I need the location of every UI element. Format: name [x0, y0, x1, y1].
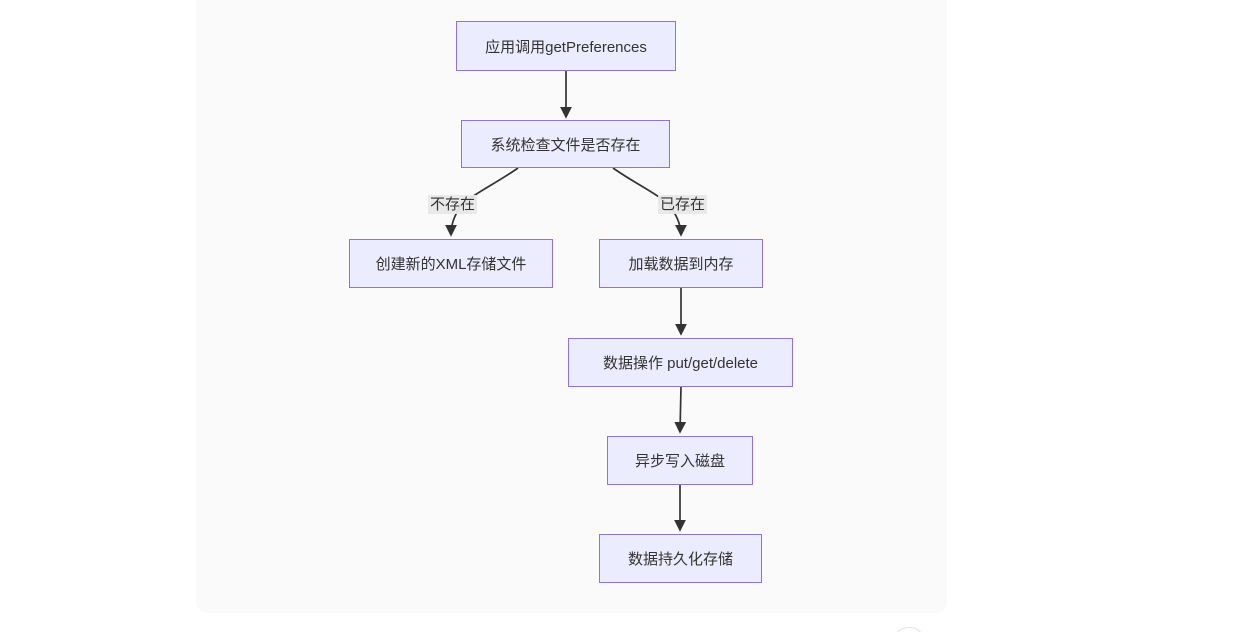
node-label: 异步写入磁盘 — [634, 453, 725, 470]
floating-button-partial[interactable] — [892, 627, 926, 632]
flowchart-node-data-operations: 数据操作 put/get/delete — [568, 338, 793, 387]
flowchart-node-persistent-storage: 数据持久化存储 — [599, 534, 762, 583]
flowchart-node-load-to-memory: 加载数据到内存 — [599, 239, 763, 288]
edge-label-not-exists: 不存在 — [428, 195, 478, 214]
node-label: 数据操作 put/get/delete — [602, 355, 759, 372]
edge-label-text: 已存在 — [660, 196, 706, 213]
flowchart-node-check-file-exists: 系统检查文件是否存在 — [461, 120, 670, 168]
flowchart-node-get-preferences: 应用调用getPreferences — [456, 21, 676, 71]
flowchart-node-create-xml-file: 创建新的XML存储文件 — [349, 239, 553, 288]
node-label: 系统检查文件是否存在 — [490, 136, 641, 154]
edge-label-text: 不存在 — [430, 196, 476, 213]
node-label: 创建新的XML存储文件 — [375, 256, 527, 273]
node-label: 数据持久化存储 — [627, 551, 733, 568]
edge-label-exists: 已存在 — [658, 195, 708, 214]
flowchart-node-async-write-disk: 异步写入磁盘 — [607, 436, 753, 485]
diagram-card — [196, 0, 947, 613]
node-label: 应用调用getPreferences — [485, 38, 647, 56]
node-label: 加载数据到内存 — [628, 256, 734, 273]
